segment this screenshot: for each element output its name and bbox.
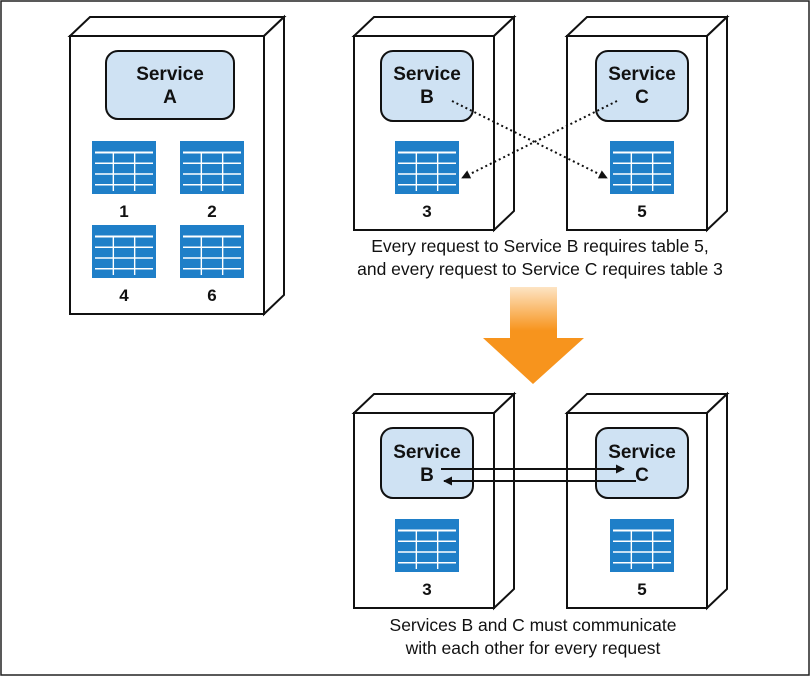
- table-1-icon: [92, 141, 156, 194]
- service-c-top-label-line2: C: [635, 87, 649, 108]
- table-3-bottom-icon: [395, 519, 459, 572]
- table-5-top-icon: [610, 141, 674, 194]
- table-4-label: 4: [119, 286, 129, 305]
- table-6-icon: [180, 225, 244, 278]
- top-caption-line2: and every request to Service C requires …: [357, 259, 723, 279]
- table-5-bottom-icon: [610, 519, 674, 572]
- bottom-caption-line2: with each other for every request: [405, 638, 661, 658]
- table-3-bottom-label: 3: [422, 580, 431, 599]
- table-4-icon: [92, 225, 156, 278]
- server-b-bottom-side-face: [493, 391, 515, 611]
- table-1-label: 1: [119, 202, 128, 221]
- server-b-top: Service B 3: [351, 14, 517, 233]
- service-c-bottom-label-line2: C: [635, 465, 649, 486]
- server-a: Service A 1 2 4 6: [67, 14, 287, 317]
- table-2-icon: [180, 141, 244, 194]
- table-5-top-label: 5: [637, 202, 646, 221]
- server-b-top-top-face: [351, 16, 517, 37]
- service-c-top-label-line1: Service: [608, 64, 676, 85]
- bottom-caption-line1: Services B and C must communicate: [390, 615, 677, 635]
- service-b-top-label-line1: Service: [393, 64, 461, 85]
- top-caption-line1: Every request to Service B requires tabl…: [371, 236, 709, 256]
- service-b-top-box: [380, 50, 474, 122]
- server-c-top-top-face: [564, 16, 730, 37]
- table-2-label: 2: [207, 202, 216, 221]
- table-6-label: 6: [207, 286, 216, 305]
- service-c-top-box: [595, 50, 689, 122]
- service-b-bottom-label-line2: B: [420, 465, 434, 486]
- table-3-top-label: 3: [422, 202, 431, 221]
- server-b-bottom: Service B 3: [351, 391, 517, 611]
- service-a-box: [105, 50, 235, 120]
- server-c-bottom-top-face: [564, 393, 730, 414]
- down-arrow-icon: [483, 287, 584, 384]
- service-b-top-label-line2: B: [420, 87, 434, 108]
- service-c-bottom-label-line1: Service: [608, 442, 676, 463]
- service-c-bottom-box: [595, 427, 689, 499]
- dotted-arrow-b-to-table-5: [451, 100, 608, 179]
- service-b-bottom-box: [380, 427, 474, 499]
- table-3-top-icon: [395, 141, 459, 194]
- server-c-top-side-face: [706, 14, 728, 233]
- table-5-bottom-label: 5: [637, 580, 646, 599]
- server-a-side-face: [263, 14, 285, 317]
- server-c-bottom: Service C 5: [564, 391, 730, 611]
- dotted-arrow-c-to-table-3: [461, 100, 618, 179]
- service-a-label-line1: Service: [136, 64, 204, 85]
- server-a-top-face: [67, 16, 287, 37]
- server-c-bottom-side-face: [706, 391, 728, 611]
- service-b-bottom-label-line1: Service: [393, 442, 461, 463]
- server-b-bottom-top-face: [351, 393, 517, 414]
- server-c-top: Service C 5: [564, 14, 730, 233]
- service-a-label-line2: A: [163, 87, 177, 108]
